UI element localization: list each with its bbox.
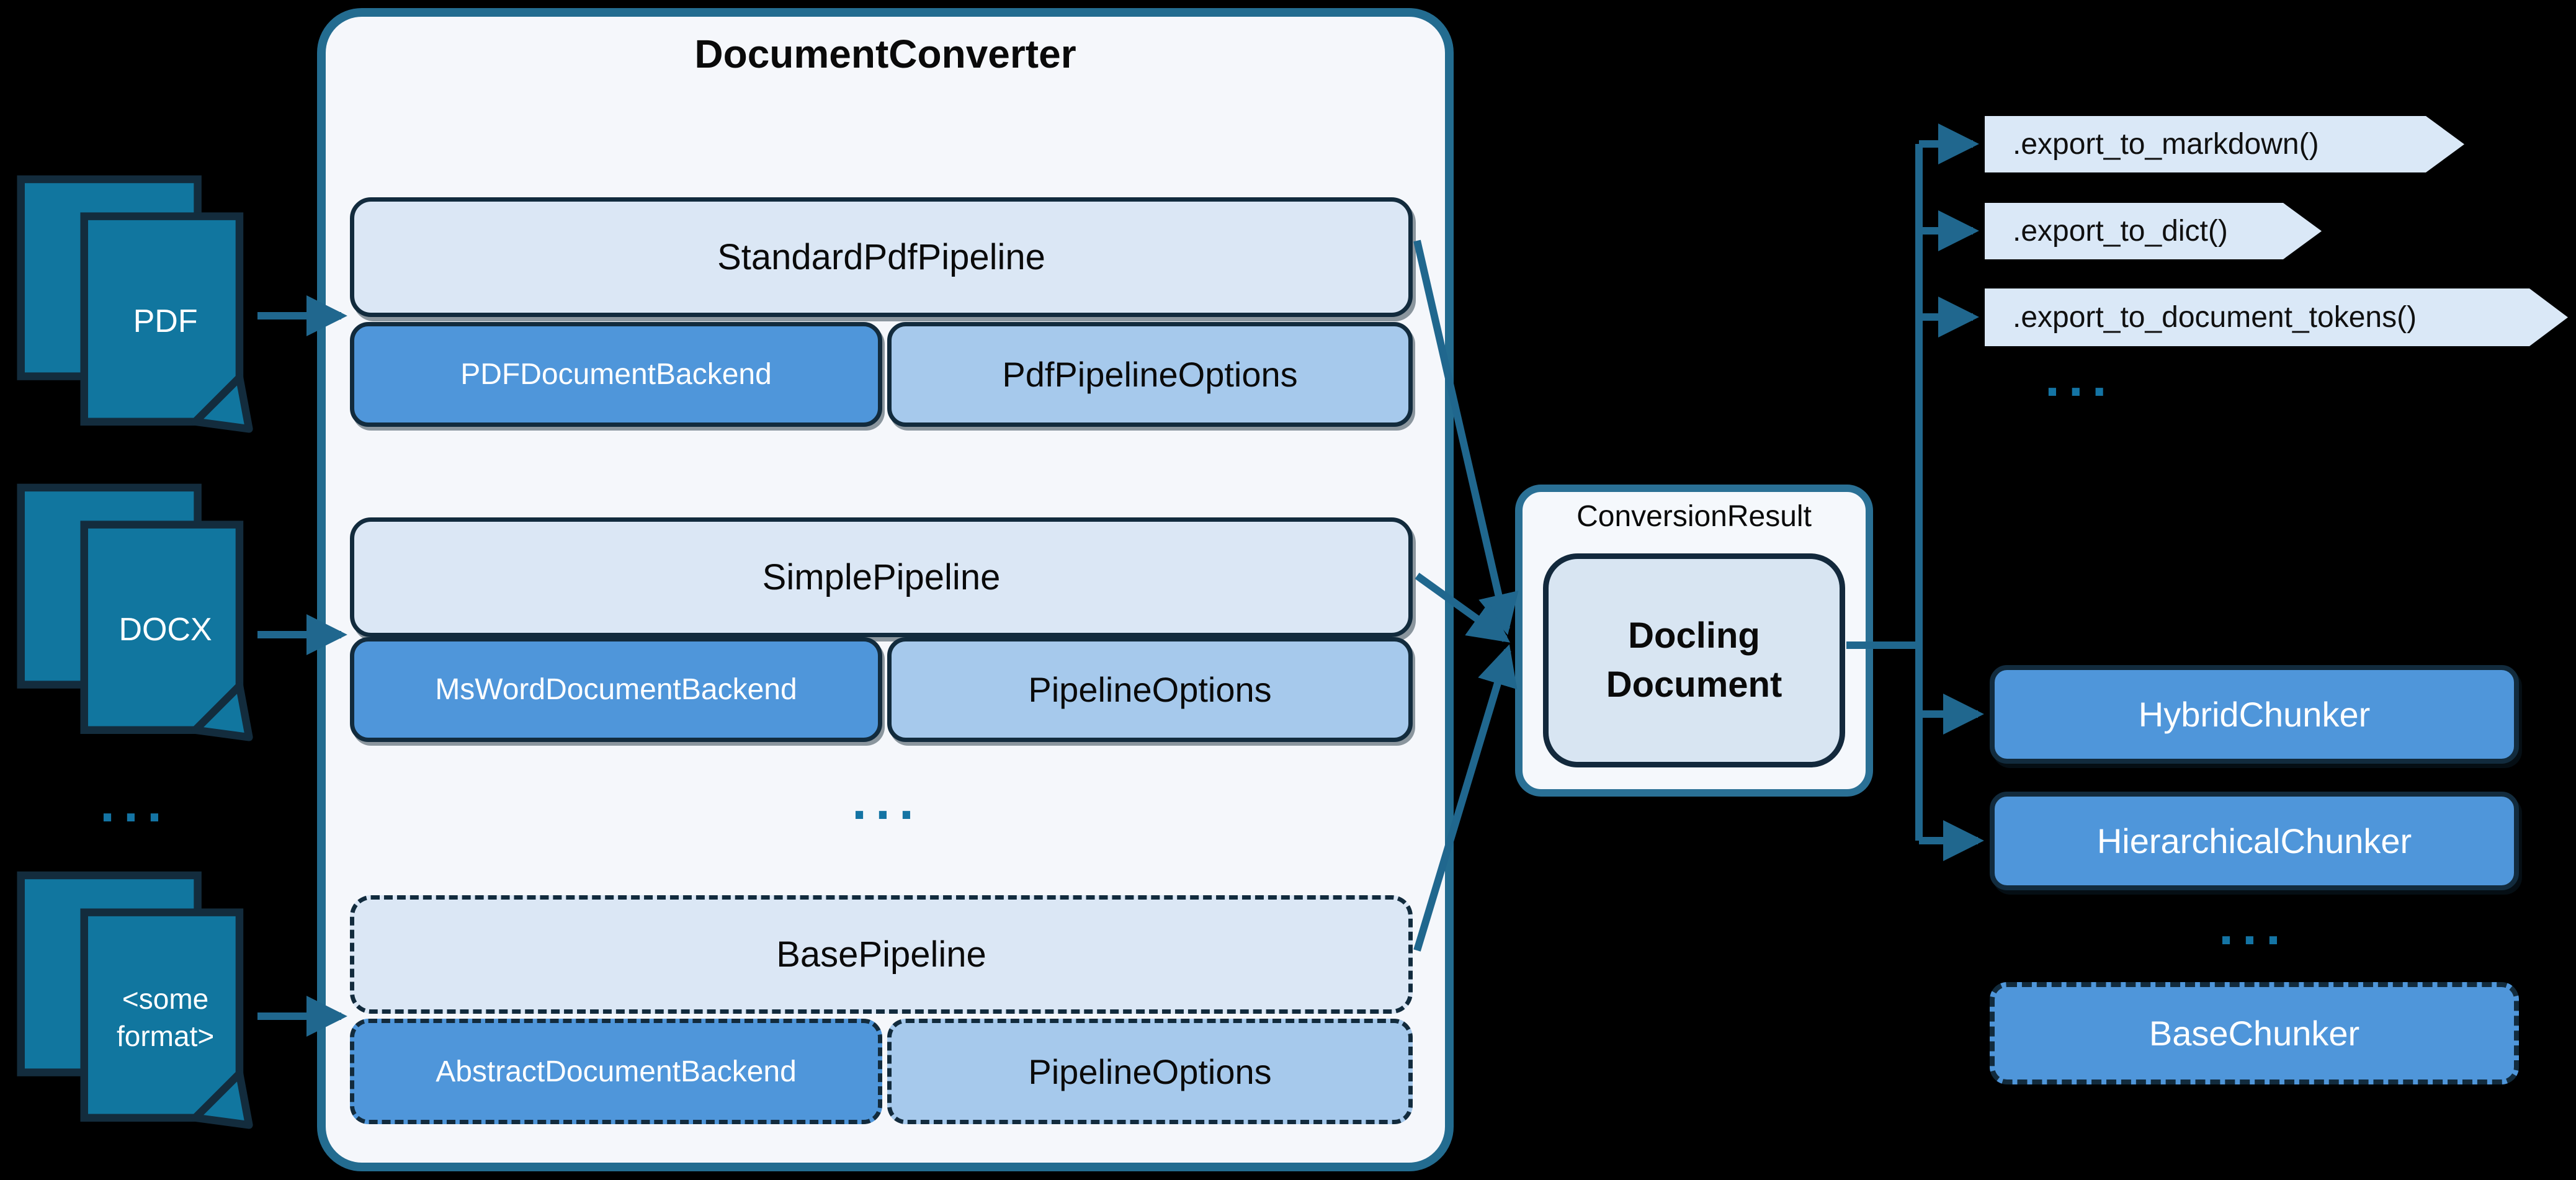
simple-pipeline-box: SimplePipeline (350, 517, 1413, 637)
pdf-document-backend-box: PDFDocumentBackend (350, 322, 882, 427)
stacked-pages-icon (17, 175, 253, 433)
pipelines-ellipsis: ... (852, 771, 923, 831)
standard-pdf-pipeline-box: StandardPdfPipeline (350, 197, 1413, 317)
some-format-label: <some format> (116, 983, 215, 1052)
backend-name: AbstractDocumentBackend (436, 1055, 797, 1088)
pipeline-options-box: PipelineOptions (887, 637, 1413, 742)
pdf-pipeline-options-box: PdfPipelineOptions (887, 322, 1413, 427)
backend-name: MsWordDocumentBackend (435, 673, 797, 706)
pipeline-name: StandardPdfPipeline (717, 237, 1045, 277)
options-name: PdfPipelineOptions (1002, 355, 1298, 394)
export-to-markdown-tag: .export_to_markdown() (1985, 116, 2464, 172)
docling-document-box: Docling Document (1543, 553, 1845, 767)
document-converter-title: DocumentConverter (694, 32, 1076, 76)
chunker-name: HierarchicalChunker (2096, 821, 2412, 860)
base-pipeline-options-box: PipelineOptions (887, 1019, 1413, 1124)
msword-document-backend-box: MsWordDocumentBackend (350, 637, 882, 742)
pipeline-name: BasePipeline (776, 934, 986, 975)
chunker-name: HybridChunker (2138, 695, 2371, 734)
docx-document-icon: DOCX (16, 481, 255, 748)
pdf-document-icon: PDF (16, 172, 255, 439)
options-name: PipelineOptions (1028, 670, 1272, 709)
base-pipeline-box: BasePipeline (350, 895, 1413, 1014)
export-method-label: .export_to_dict() (2013, 215, 2228, 248)
export-to-document-tokens-tag: .export_to_document_tokens() (1985, 288, 2568, 346)
export-to-dict-tag: .export_to_dict() (1985, 203, 2322, 259)
conversion-result-label: ConversionResult (1576, 500, 1812, 533)
chunkers-ellipsis: ... (2219, 896, 2289, 956)
base-chunker-box: BaseChunker (1990, 982, 2519, 1084)
some-format-document-icon: <some format> (16, 869, 255, 1135)
exports-ellipsis: ... (2045, 348, 2116, 408)
inputs-ellipsis: ... (100, 774, 171, 833)
hybrid-chunker-box: HybridChunker (1990, 665, 2519, 764)
stacked-pages-icon (17, 483, 253, 741)
options-name: PipelineOptions (1028, 1052, 1272, 1091)
backend-name: PDFDocumentBackend (460, 358, 772, 391)
hierarchical-chunker-box: HierarchicalChunker (1990, 792, 2519, 890)
chunker-name: BaseChunker (2149, 1014, 2360, 1053)
pdf-label: PDF (133, 303, 198, 339)
stacked-pages-icon (17, 871, 253, 1129)
abstract-document-backend-box: AbstractDocumentBackend (350, 1019, 882, 1124)
pipeline-name: SimplePipeline (762, 557, 1001, 597)
export-method-label: .export_to_document_tokens() (2013, 301, 2417, 334)
conversion-result-box: ConversionResult Docling Document (1515, 485, 1873, 797)
export-method-label: .export_to_markdown() (2013, 128, 2319, 161)
docx-label: DOCX (119, 612, 212, 648)
